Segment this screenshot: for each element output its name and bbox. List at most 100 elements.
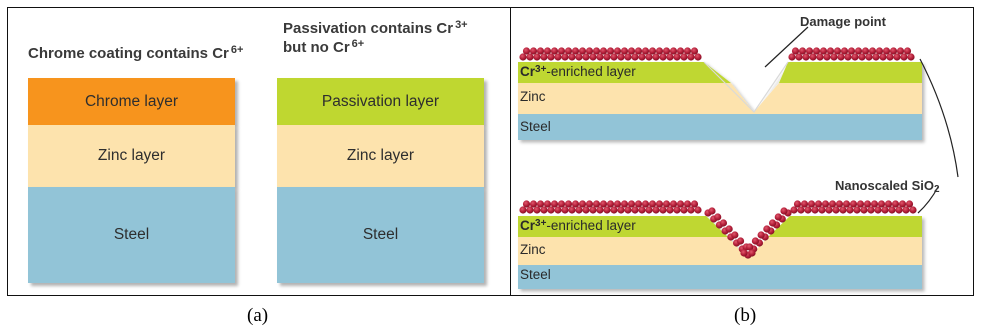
- sio2-bead: [610, 206, 618, 214]
- sio2-bead: [641, 47, 650, 55]
- sio2-bead: [676, 200, 685, 208]
- chrome-layer: Chrome layer: [28, 78, 235, 125]
- sio2-bead: [634, 200, 643, 208]
- zinc-layer-left: Zinc layer: [28, 125, 235, 187]
- zinc-layer-top: [518, 83, 922, 114]
- sio2-beads-bottom: [519, 200, 917, 259]
- sio2-bead: [719, 219, 728, 227]
- sio2-bead: [599, 47, 608, 55]
- sio2-bead: [879, 53, 887, 61]
- sio2-bead: [860, 206, 868, 214]
- sio2-bead: [774, 213, 782, 221]
- sio2-bead: [788, 53, 796, 61]
- sio2-bead: [854, 47, 863, 55]
- sio2-bead: [603, 206, 611, 214]
- sio2-bead: [905, 200, 914, 208]
- sio2-bead: [648, 200, 657, 208]
- sio2-bead: [690, 47, 699, 55]
- cr3-layer-top: [518, 62, 731, 83]
- sio2-bead: [617, 53, 625, 61]
- sio2-bead: [669, 200, 678, 208]
- sio2-bead: [543, 47, 552, 55]
- sio2-bead: [791, 47, 800, 55]
- sio2-bead: [882, 47, 891, 55]
- sio2-bead: [819, 47, 828, 55]
- sio2-bead: [826, 47, 835, 55]
- sio2-beads-top-right: [788, 47, 915, 61]
- sio2-bead: [564, 200, 573, 208]
- sio2-bead: [683, 47, 692, 55]
- sio2-bead: [708, 207, 716, 215]
- sio2-bead: [800, 200, 809, 208]
- cr3-layer-bottom: [518, 216, 728, 237]
- sio2-bead: [907, 53, 915, 61]
- sio2-bead: [652, 53, 660, 61]
- sio2-bead: [886, 53, 894, 61]
- cr3-layer-top-right: [779, 62, 922, 83]
- sio2-bead: [519, 53, 527, 61]
- sio2-bead: [809, 53, 817, 61]
- nano-leader-top: [919, 58, 959, 178]
- sio2-bead: [659, 53, 667, 61]
- sio2-bead: [547, 206, 555, 214]
- sio2-bead: [540, 206, 548, 214]
- sio2-bead: [893, 53, 901, 61]
- sio2-bead: [547, 53, 555, 61]
- sio2-bead: [840, 47, 849, 55]
- sio2-bead: [680, 53, 688, 61]
- sio2-bead: [673, 206, 681, 214]
- sio2-bead: [561, 53, 569, 61]
- sio2-bead: [690, 200, 699, 208]
- sio2-bead: [736, 237, 745, 245]
- sio2-bead: [613, 200, 622, 208]
- sio2-bead: [662, 47, 671, 55]
- sio2-bead: [550, 47, 559, 55]
- sio2-bead: [814, 200, 823, 208]
- panel-b-frame: [510, 7, 974, 296]
- sio2-bead: [606, 47, 615, 55]
- sio2-bead: [641, 200, 650, 208]
- sio2-bead: [568, 53, 576, 61]
- sio2-bead: [853, 206, 861, 214]
- sio2-bead: [805, 47, 814, 55]
- sio2-bead: [582, 206, 590, 214]
- sio2-bead: [757, 231, 765, 239]
- sio2-bead: [638, 53, 646, 61]
- sio2-beads-top-left: [519, 47, 702, 61]
- sio2-bead: [902, 206, 910, 214]
- cr3-label-bottom: Cr3+-enriched layer: [520, 218, 636, 233]
- sio2-bead: [875, 47, 884, 55]
- sio2-bead: [839, 206, 847, 214]
- sio2-bead: [714, 213, 722, 221]
- steel-layer-left: Steel: [28, 187, 235, 283]
- sio2-bead: [533, 206, 541, 214]
- sio2-bead: [575, 206, 583, 214]
- sio2-bead: [585, 200, 594, 208]
- sio2-bead: [634, 47, 643, 55]
- sio2-bead: [751, 237, 760, 245]
- sio2-bead: [575, 53, 583, 61]
- sio2-bead: [655, 47, 664, 55]
- sio2-bead: [846, 206, 854, 214]
- zinc-label-top: Zinc: [520, 89, 546, 104]
- sio2-bead: [828, 200, 837, 208]
- sio2-bead: [877, 200, 886, 208]
- sio2-bead: [627, 200, 636, 208]
- nanoscaled-sio2-label: Nanoscaled SiO2: [835, 178, 940, 195]
- sio2-bead: [856, 200, 865, 208]
- sio2-bead: [529, 200, 538, 208]
- sio2-bead: [529, 47, 538, 55]
- sio2-bead: [655, 200, 664, 208]
- sio2-bead: [687, 53, 695, 61]
- sio2-bead: [638, 206, 646, 214]
- sio2-bead: [812, 47, 821, 55]
- sio2-bead: [564, 47, 573, 55]
- sio2-bead: [522, 200, 531, 208]
- sio2-bead: [832, 206, 840, 214]
- sio2-bead: [868, 47, 877, 55]
- sio2-bead: [793, 200, 802, 208]
- sio2-bead: [835, 200, 844, 208]
- sio2-bead: [645, 53, 653, 61]
- caption-a: (a): [247, 305, 269, 326]
- sio2-bead: [891, 200, 900, 208]
